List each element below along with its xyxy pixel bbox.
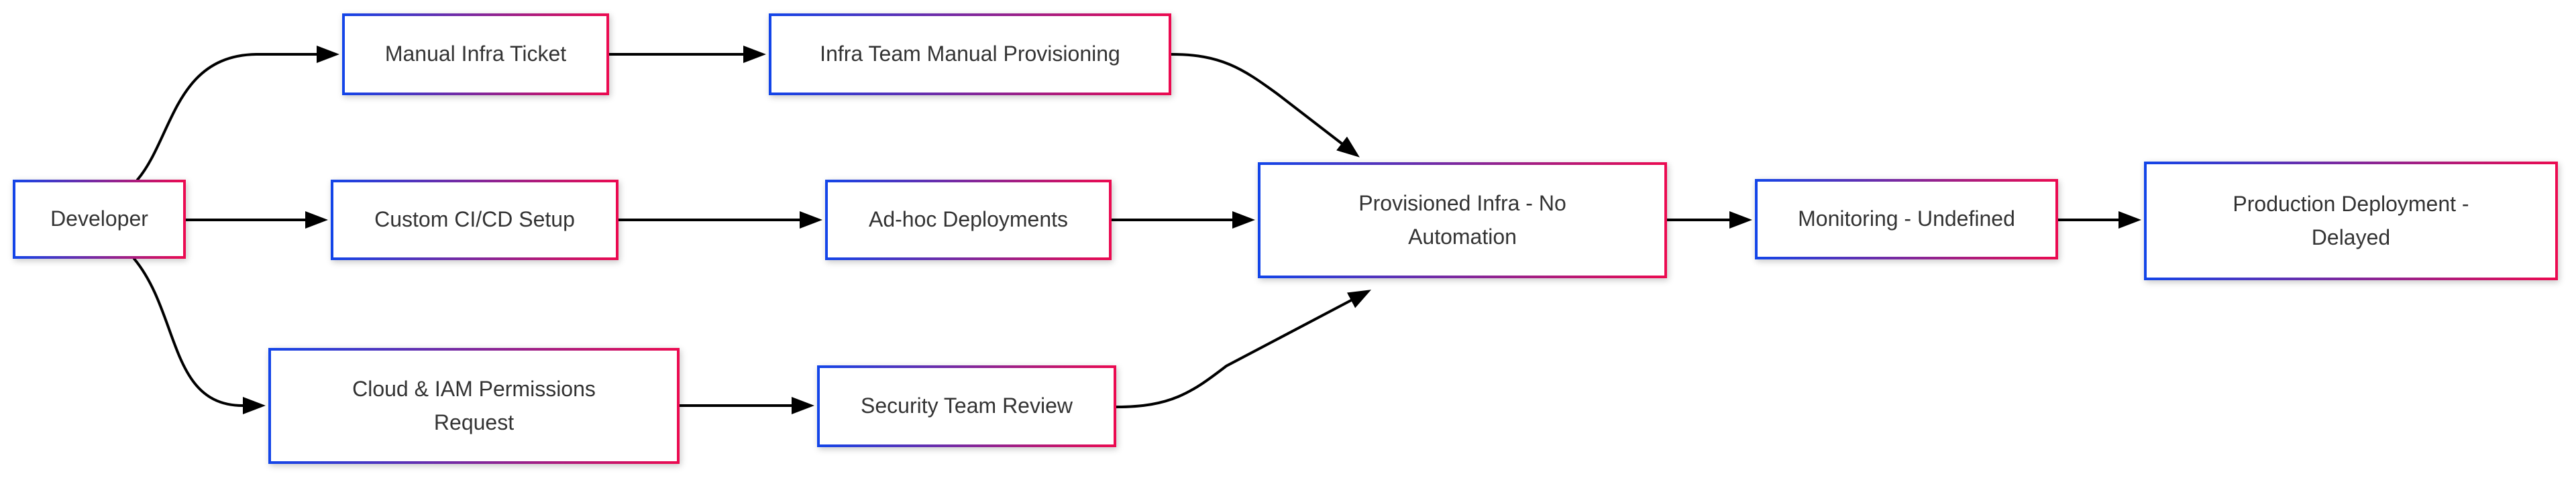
node-cloud-iam-permissions-request-label: Cloud & IAM Permissions Request: [352, 376, 596, 434]
node-developer-body: Developer: [15, 182, 183, 256]
edge-security-team-review-to-provisioned-infra: [1115, 290, 1372, 408]
node-infra-team-manual-provisioning-label: Infra Team Manual Provisioning: [820, 42, 1120, 66]
node-production-deployment-delayed-label: Production Deployment - Delayed: [2233, 191, 2469, 249]
node-security-team-review-label: Security Team Review: [861, 394, 1073, 418]
node-manual-infra-ticket-body: Manual Infra Ticket: [345, 16, 606, 93]
node-monitoring-undefined: Monitoring - Undefined: [1755, 179, 2058, 259]
node-custom-cicd-setup: Custom CI/CD Setup: [331, 180, 619, 260]
node-production-deployment-delayed-body: Production Deployment - Delayed: [2147, 164, 2555, 278]
node-cloud-iam-permissions-request-body: Cloud & IAM Permissions Request: [271, 351, 677, 461]
node-monitoring-undefined-body: Monitoring - Undefined: [1758, 182, 2055, 257]
node-infra-team-manual-provisioning-body: Infra Team Manual Provisioning: [771, 16, 1169, 93]
edge-infra-team-manual-provisioning-to-provisioned-infra: [1170, 53, 1360, 158]
node-developer-label: Developer: [50, 206, 148, 231]
node-custom-cicd-setup-body: Custom CI/CD Setup: [333, 182, 616, 257]
node-provisioned-infra-no-automation: Provisioned Infra - No Automation: [1258, 162, 1667, 278]
node-security-team-review: Security Team Review: [817, 365, 1116, 447]
node-provisioned-infra-no-automation-label: Provisioned Infra - No Automation: [1358, 190, 1566, 249]
node-adhoc-deployments-label: Ad-hoc Deployments: [868, 207, 1069, 232]
node-adhoc-deployments-body: Ad-hoc Deployments: [828, 182, 1109, 257]
edge-developer-to-manual-infra-ticket: [136, 46, 339, 181]
node-manual-infra-ticket-label: Manual Infra Ticket: [384, 42, 567, 66]
node-monitoring-undefined-label: Monitoring - Undefined: [1798, 206, 2015, 231]
node-custom-cicd-setup-label: Custom CI/CD Setup: [374, 207, 575, 232]
node-provisioned-infra-no-automation-body: Provisioned Infra - No Automation: [1260, 165, 1664, 276]
node-developer: Developer: [13, 180, 186, 259]
node-security-team-review-body: Security Team Review: [820, 368, 1114, 444]
node-manual-infra-ticket: Manual Infra Ticket: [342, 13, 609, 95]
node-production-deployment-delayed: Production Deployment - Delayed: [2144, 162, 2558, 280]
edge-developer-to-cloud-iam-permissions-request: [133, 257, 266, 414]
node-cloud-iam-permissions-request: Cloud & IAM Permissions Request: [268, 348, 680, 464]
node-infra-team-manual-provisioning: Infra Team Manual Provisioning: [769, 13, 1171, 95]
node-adhoc-deployments: Ad-hoc Deployments: [825, 180, 1112, 260]
